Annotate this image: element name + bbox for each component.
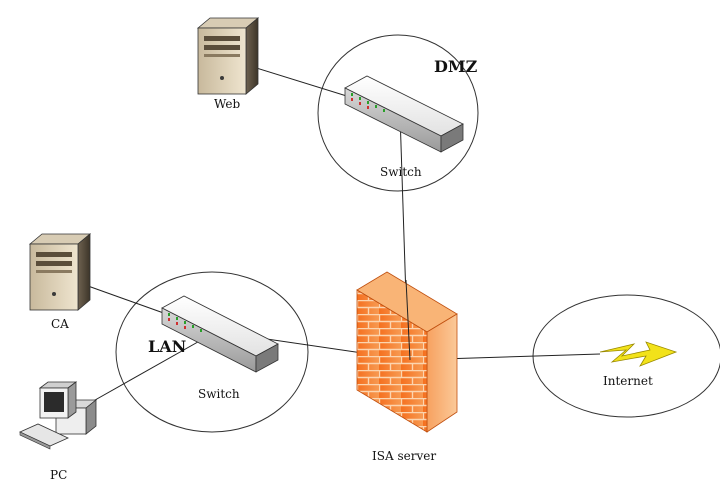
lan-switch-label: Switch — [198, 387, 240, 401]
lightning-bolt-icon — [599, 341, 678, 367]
dmz-zone-label: DMZ — [434, 57, 478, 76]
web-server-icon — [196, 17, 260, 95]
web-label: Web — [214, 97, 240, 111]
pc-label: PC — [50, 468, 67, 482]
desktop-computer-icon — [19, 381, 98, 450]
dmz-zone-ellipse — [317, 34, 479, 192]
firewall-label: ISA server — [372, 449, 436, 463]
lan-zone-ellipse — [115, 271, 309, 433]
firewall-brick-wall-icon — [356, 271, 458, 433]
link-switch-dmz-firewall-front — [405, 279, 411, 361]
link-pc-switch-lan — [87, 333, 213, 405]
internet-label: Internet — [603, 374, 653, 388]
lan-zone-label: LAN — [148, 337, 186, 356]
ca-label: CA — [51, 317, 69, 331]
dmz-switch-label: Switch — [380, 165, 422, 179]
dmz-switch-icon — [344, 75, 464, 153]
lan-switch-icon — [161, 295, 279, 373]
ca-server-icon — [28, 233, 92, 311]
